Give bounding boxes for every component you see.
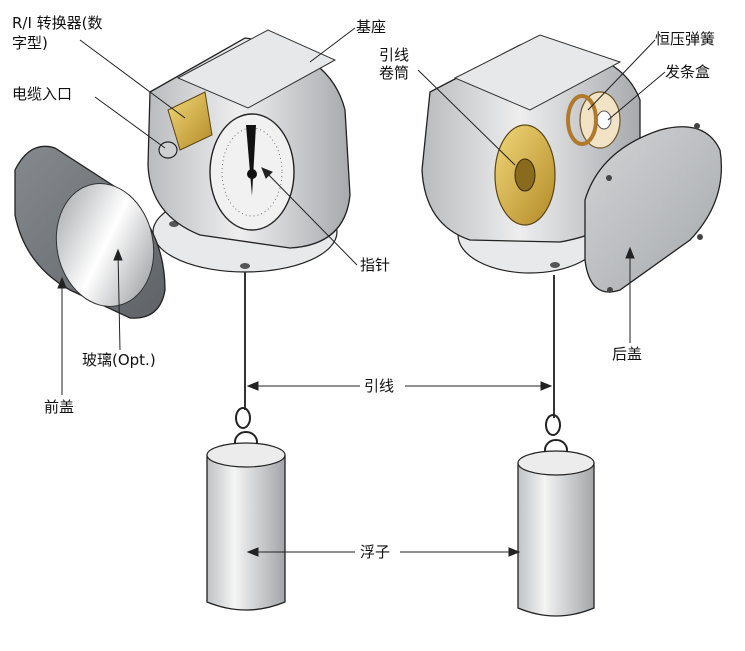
leader-lines (57, 27, 666, 557)
arrow-front-cover (57, 276, 67, 289)
label-ri-converter: R/I 转换器(数 (12, 14, 103, 32)
label-constant-spring: 恒压弹簧 (655, 30, 716, 48)
dial-inner (221, 127, 283, 217)
right-flange-hole-2 (550, 262, 560, 268)
back-cover-screw-4 (607, 287, 613, 293)
right-assembly (421, 34, 641, 617)
label-front-cover: 前盖 (44, 398, 75, 416)
pointer-hub (247, 169, 257, 179)
leader-pointer (261, 167, 358, 266)
leader-constant-spring (587, 39, 656, 111)
label-float: 浮子 (360, 543, 391, 561)
right-ring-1 (545, 414, 561, 436)
arrow-wire-left (246, 381, 259, 391)
left-housing-ridge (176, 29, 337, 109)
constant-spring (566, 94, 598, 146)
left-ring-1 (235, 407, 251, 429)
leader-glass (117, 251, 121, 351)
spring-box-center (596, 110, 612, 130)
label-glass: 玻璃(Opt.) (82, 351, 156, 369)
leader-spring-box (607, 71, 666, 121)
left-flange-hole-3 (240, 263, 250, 269)
back-cover-screw-3 (697, 234, 703, 240)
back-cover-shell (584, 126, 723, 293)
cable-entry-port (158, 141, 178, 159)
arrow-pointer (261, 167, 273, 179)
label-pointer: 指针 (360, 256, 391, 274)
label-cable-entry: 电缆入口 (12, 85, 73, 103)
left-assembly (147, 29, 351, 611)
label-spring-box: 发条盒 (665, 63, 711, 81)
leader-base (309, 27, 356, 63)
back-cover-screw-2 (694, 123, 700, 129)
right-float-top (517, 450, 595, 476)
ri-converter-gear (167, 91, 213, 151)
arrow-glass (113, 248, 123, 261)
wire-reel-hub (514, 158, 536, 192)
leader-cable-entry (94, 96, 166, 149)
glass-window (55, 183, 155, 307)
left-float-top (206, 442, 286, 468)
label-back-cover: 后盖 (612, 345, 643, 363)
arrow-float-right (508, 547, 521, 557)
label-base: 基座 (356, 18, 387, 36)
right-housing-ridge (453, 34, 622, 111)
front-cover (14, 145, 166, 319)
back-cover-screw-1 (606, 175, 612, 181)
label-wire-reel-line2: 卷筒 (379, 64, 410, 82)
arrow-float-left (246, 547, 259, 557)
arrow-back-cover (625, 246, 635, 259)
leader-wire-reel (417, 69, 516, 166)
left-float (206, 446, 286, 611)
label-ri-converter-line2: 字型) (12, 34, 48, 52)
label-wire-reel-line1: 引线 (379, 46, 410, 64)
back-cover (584, 123, 723, 293)
arrow-wire-right (540, 381, 553, 391)
label-wire: 引线 (364, 377, 395, 395)
right-float (517, 454, 595, 617)
pointer-needle (246, 125, 256, 196)
leader-ri-converter (79, 39, 186, 119)
